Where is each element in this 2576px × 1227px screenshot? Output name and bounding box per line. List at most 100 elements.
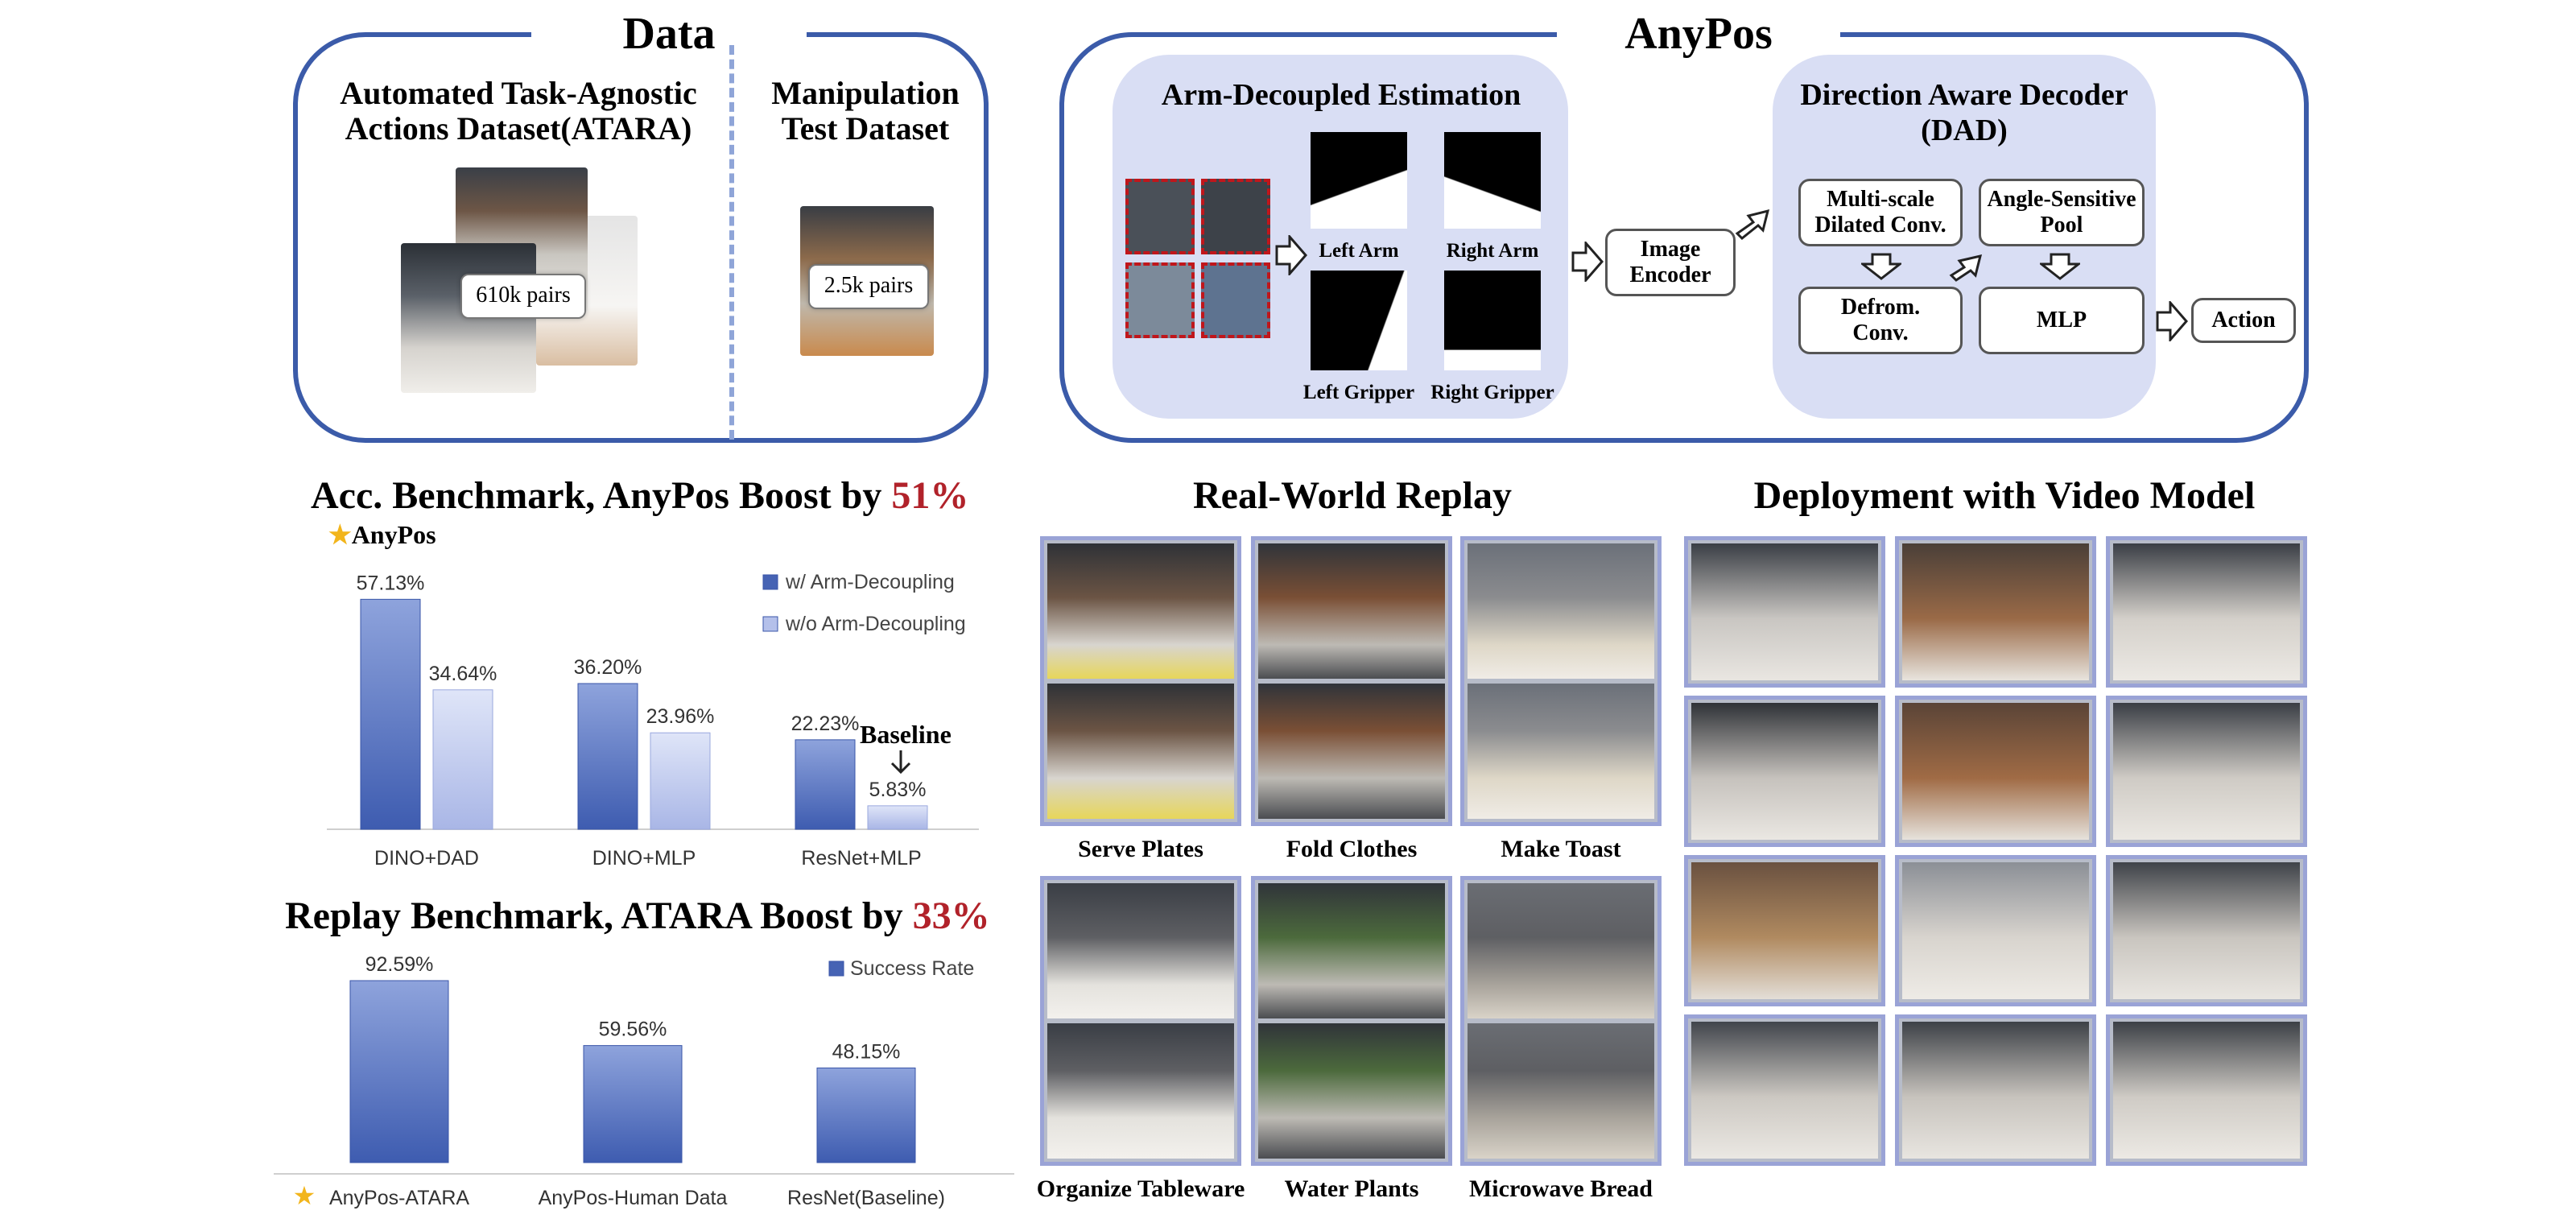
- data-label: 59.56%: [599, 1018, 667, 1041]
- right-gripper-label: Right Gripper: [1430, 382, 1554, 403]
- task-caption: Water Plants: [1284, 1175, 1419, 1202]
- task-video-frame: [1040, 876, 1241, 1166]
- deployment-video-frame: [1895, 855, 2096, 1006]
- deployment-shot: [2113, 703, 2300, 840]
- multiscale-conv-box: Multi-scale Dilated Conv.: [1798, 179, 1963, 246]
- deployment-video-frame: [1684, 1014, 1885, 1166]
- bar: [867, 805, 928, 830]
- task-caption: Fold Clothes: [1286, 836, 1418, 862]
- replay-benchmark-chart: 92.59% AnyPos-ATARA 59.56% AnyPos-Human Dat…: [274, 953, 1014, 1210]
- frame-shot-bottom: [1258, 684, 1445, 819]
- data-panel-title: Data: [531, 8, 807, 60]
- deployment-video-frame: [1684, 696, 1885, 847]
- deployment-shot: [1691, 703, 1878, 840]
- task-video-frame: [1251, 876, 1452, 1166]
- data-label: 36.20%: [574, 656, 642, 679]
- deployment-title: Deployment with Video Model: [1753, 474, 2256, 517]
- legend-swatch: [828, 961, 844, 977]
- task-caption: Organize Tableware: [1036, 1175, 1245, 1202]
- data-label: 57.13%: [357, 572, 425, 594]
- left-gripper-mask: [1311, 271, 1407, 370]
- bar: [583, 1045, 683, 1163]
- bar: [577, 683, 638, 830]
- data-label: 22.23%: [791, 713, 860, 735]
- acc-benchmark-chart: 57.13% 34.64% DINO+DAD 36.20% 23.96% DINO+MLP…: [327, 571, 979, 870]
- left-arm-label: Left Arm: [1319, 240, 1399, 262]
- arrow-right-icon: [2156, 301, 2188, 341]
- data-label: 92.59%: [365, 953, 434, 976]
- x-tick-label: AnyPos-Human Data: [539, 1187, 728, 1209]
- real-world-replay-title: Real-World Replay: [1193, 474, 1512, 517]
- frame-shot-top: [1258, 543, 1445, 679]
- x-tick-label: DINO+MLP: [592, 847, 696, 870]
- bar: [360, 598, 421, 830]
- legend-label: w/o Arm-Decoupling: [785, 613, 966, 635]
- right-arm-label: Right Arm: [1446, 240, 1539, 262]
- anypos-panel-title: AnyPos: [1557, 8, 1840, 60]
- arrow-right-icon: [1571, 242, 1604, 282]
- test-dataset-title: Manipulation Test Dataset: [771, 75, 960, 147]
- right-gripper-mask: [1444, 271, 1541, 370]
- deployment-shot: [1902, 543, 2089, 680]
- deployment-video-frame: [2106, 536, 2307, 688]
- frame-shot-bottom: [1468, 684, 1654, 819]
- deployment-video-frame: [1895, 696, 2096, 847]
- estimation-title: Arm-Decoupled Estimation: [1161, 78, 1521, 112]
- star-icon: ★: [328, 520, 352, 549]
- frame-shot-top: [1258, 883, 1445, 1018]
- mlp-box: MLP: [1979, 287, 2145, 354]
- legend-swatch: [762, 616, 778, 632]
- frame-shot-top: [1047, 543, 1234, 679]
- baseline-tag: Baseline: [860, 720, 952, 749]
- task-video-frame: [1460, 536, 1662, 826]
- action-box: Action: [2191, 298, 2296, 343]
- legend-label: Success Rate: [850, 957, 974, 980]
- x-tick-label: DINO+DAD: [374, 847, 479, 870]
- x-tick-label: AnyPos-ATARA: [329, 1187, 469, 1209]
- anypos-tag: ★AnyPos: [328, 520, 436, 549]
- arrow-down-icon: [2040, 253, 2080, 280]
- bar: [795, 739, 856, 830]
- arrow-down-icon: [1861, 253, 1901, 280]
- bar: [432, 689, 493, 830]
- x-tick-label: ResNet(Baseline): [787, 1187, 945, 1209]
- data-divider: [729, 45, 734, 440]
- deployment-shot: [1902, 1022, 2089, 1159]
- left-gripper-label: Left Gripper: [1302, 382, 1415, 403]
- arrow-up-right-icon: [1735, 209, 1770, 241]
- deployment-video-frame: [1895, 536, 2096, 688]
- data-label: 23.96%: [646, 705, 715, 728]
- deployment-shot: [1691, 1022, 1878, 1159]
- frame-shot-top: [1047, 883, 1234, 1018]
- frame-shot-top: [1468, 883, 1654, 1018]
- acc-benchmark-title: Acc. Benchmark, AnyPos Boost by 51%: [311, 474, 969, 517]
- deployment-shot: [1902, 862, 2089, 999]
- bar: [349, 980, 449, 1163]
- deployment-shot: [1902, 703, 2089, 840]
- angle-pool-box: Angle-Sensitive Pool: [1979, 179, 2145, 246]
- arrow-up-right-icon: [1949, 254, 1983, 282]
- task-caption: Make Toast: [1501, 836, 1621, 862]
- legend-swatch: [762, 574, 778, 590]
- deform-conv-box: Defrom. Conv.: [1798, 287, 1963, 354]
- data-label: 34.64%: [429, 663, 497, 685]
- star-icon: ★: [293, 1181, 316, 1210]
- split-input-image: [1125, 179, 1270, 338]
- right-arm-mask: [1444, 132, 1541, 229]
- bar: [650, 732, 711, 830]
- replay-benchmark-title: Replay Benchmark, ATARA Boost by 33%: [285, 894, 990, 937]
- frame-shot-bottom: [1258, 1023, 1445, 1159]
- dad-title: Direction Aware Decoder (DAD): [1800, 78, 2128, 147]
- frame-shot-bottom: [1047, 1023, 1234, 1159]
- deployment-video-frame: [1684, 855, 1885, 1006]
- task-video-frame: [1040, 536, 1241, 826]
- deployment-shot: [2113, 862, 2300, 999]
- frame-shot-top: [1468, 543, 1654, 679]
- arrow-right-icon: [1275, 235, 1307, 275]
- deployment-video-frame: [1684, 536, 1885, 688]
- deployment-shot: [1691, 543, 1878, 680]
- task-video-frame: [1251, 536, 1452, 826]
- left-arm-mask: [1311, 132, 1407, 229]
- task-video-frame: [1460, 876, 1662, 1166]
- data-label: 48.15%: [832, 1040, 901, 1063]
